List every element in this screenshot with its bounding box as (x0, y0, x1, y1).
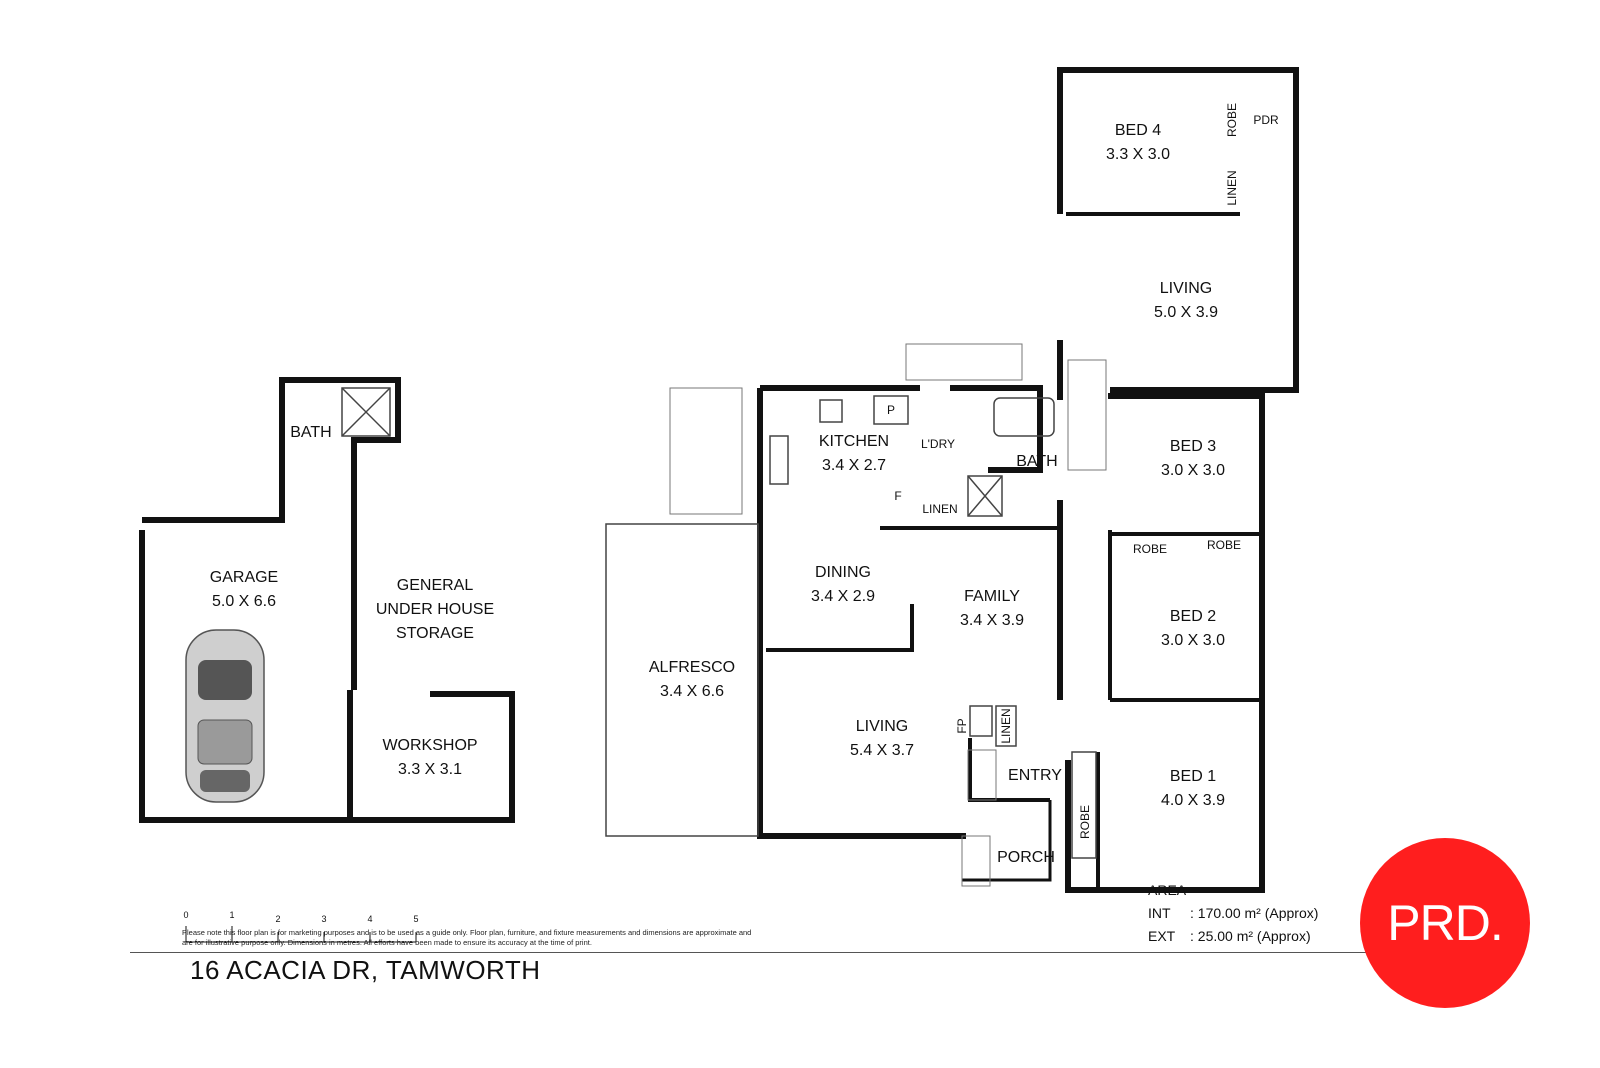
hall-stairs (1067, 359, 1107, 471)
garage-top-wall (142, 377, 401, 540)
scale-tick-0: 0 (183, 910, 188, 920)
label-fireplace: FP (955, 718, 969, 733)
linen-box-family (995, 705, 1017, 747)
room-living-main-name: LIVING (856, 718, 908, 735)
room-dining-name: DINING (815, 564, 871, 581)
room-living-upper-name: LIVING (1160, 280, 1212, 297)
scale-labels: 0 1 2 3 4 5 (183, 910, 418, 924)
porch-steps (961, 835, 991, 887)
shower-x2 (967, 475, 1003, 517)
label-linen-ldry: LINEN (922, 502, 957, 516)
scale-tick-2: 2 (275, 914, 280, 924)
main-west-wall (757, 388, 966, 839)
pantry-box (873, 395, 909, 425)
scale-bar (185, 926, 417, 943)
label-robe-bed4: ROBE (1225, 103, 1239, 137)
room-bed1-name: BED 1 (1170, 768, 1216, 785)
label-pdr: PDR (1253, 113, 1279, 127)
room-dining-dim: 3.4 X 2.9 (811, 588, 875, 605)
bed4-wall (1057, 67, 1299, 393)
area-int-value: : 170.00 m² (Approx) (1190, 905, 1319, 921)
area-ext-label: EXT (1148, 928, 1176, 944)
room-living-main-dim: 5.4 X 3.7 (850, 742, 914, 759)
room-labels: BED 4 3.3 X 3.0 LIVING 5.0 X 3.9 BED 3 3… (210, 103, 1279, 866)
area-int-row: INT : 170.00 m² (Approx) (1148, 902, 1318, 925)
room-bed4-name: BED 4 (1115, 122, 1161, 139)
label-ldry: L'DRY (921, 437, 955, 451)
room-alfresco-name: ALFRESCO (649, 659, 735, 676)
room-kitchen-dim: 3.4 X 2.7 (822, 457, 886, 474)
kitchen-sink (769, 435, 789, 485)
room-workshop-dim: 3.3 X 3.1 (398, 761, 462, 778)
room-bed3-dim: 3.0 X 3.0 (1161, 462, 1225, 479)
scale-tick-5: 5 (413, 914, 418, 924)
area-title: AREA (1148, 882, 1187, 898)
room-bed4-dim: 3.3 X 3.0 (1106, 146, 1170, 163)
room-alfresco-dim: 3.4 X 6.6 (660, 683, 724, 700)
room-family-name: FAMILY (964, 588, 1020, 605)
fireplace-box (969, 705, 993, 737)
area-ext-value: : 25.00 m² (Approx) (1190, 928, 1311, 944)
label-linen-family: LINEN (999, 708, 1013, 743)
bedrooms-east-wall (1065, 393, 1265, 893)
scale-tick-3: 3 (321, 914, 326, 924)
room-garage-dim: 5.0 X 6.6 (212, 593, 276, 610)
prd-logo: PRD. (1360, 838, 1530, 1008)
prd-logo-text: PRD. (1387, 895, 1503, 951)
label-pantry: P (887, 403, 895, 417)
thin-walls (341, 387, 1097, 859)
room-living-upper-dim: 5.0 X 3.9 (1154, 304, 1218, 321)
garage-wall (139, 530, 350, 823)
workshop-wall (347, 690, 515, 823)
disclaimer-text: Please note this floor plan is for marke… (182, 928, 752, 947)
room-family-dim: 3.4 X 3.9 (960, 612, 1024, 629)
label-bath-main: BATH (1016, 453, 1057, 470)
label-linen-bed4: LINEN (1225, 170, 1239, 205)
room-garage-name: GARAGE (210, 569, 278, 586)
walls (139, 67, 1299, 893)
property-address: 16 ACACIA DR, TAMWORTH (190, 955, 541, 985)
area-ext-row: EXT : 25.00 m² (Approx) (1148, 925, 1318, 948)
label-robe-bed1: ROBE (1078, 805, 1092, 839)
room-storage-line1: GENERAL (397, 577, 474, 594)
bath-tub (993, 397, 1055, 437)
room-storage-line3: STORAGE (396, 625, 474, 642)
room-storage-line2: UNDER HOUSE (376, 601, 494, 618)
shower (967, 475, 1003, 517)
label-entry: ENTRY (1008, 767, 1062, 784)
laundry-wall (950, 385, 1043, 473)
car-icon (185, 629, 265, 803)
label-porch: PORCH (997, 849, 1055, 866)
garage-shower-x2 (341, 387, 391, 437)
scale-tick-1: 1 (229, 910, 234, 920)
robe-box-bed1 (1071, 751, 1097, 859)
label-fridge: F (894, 489, 901, 503)
alfresco-stairs (669, 387, 743, 515)
kitchen-stairs (905, 343, 1023, 381)
room-bed2-name: BED 2 (1170, 608, 1216, 625)
scale-tick-4: 4 (367, 914, 372, 924)
label-robe-bed3-b: ROBE (1207, 538, 1241, 552)
room-bed2-dim: 3.0 X 3.0 (1161, 632, 1225, 649)
porch-wall (962, 800, 1052, 882)
label-robe-bed3-a: ROBE (1133, 542, 1167, 556)
entry-steps (967, 749, 997, 801)
area-summary: AREA INT : 170.00 m² (Approx) EXT : 25.00 … (1148, 879, 1318, 948)
room-bed3-name: BED 3 (1170, 438, 1216, 455)
kitchen-cooktop (819, 399, 843, 423)
alfresco-outline (605, 523, 759, 837)
divider-line (130, 952, 1370, 953)
room-kitchen-name: KITCHEN (819, 433, 889, 450)
room-bed1-dim: 4.0 X 3.9 (1161, 792, 1225, 809)
area-int-label: INT (1148, 905, 1171, 921)
stairs (669, 343, 1107, 887)
garage-shower (341, 387, 391, 437)
label-bath-garage: BATH (290, 424, 331, 441)
room-workshop-name: WORKSHOP (382, 737, 477, 754)
